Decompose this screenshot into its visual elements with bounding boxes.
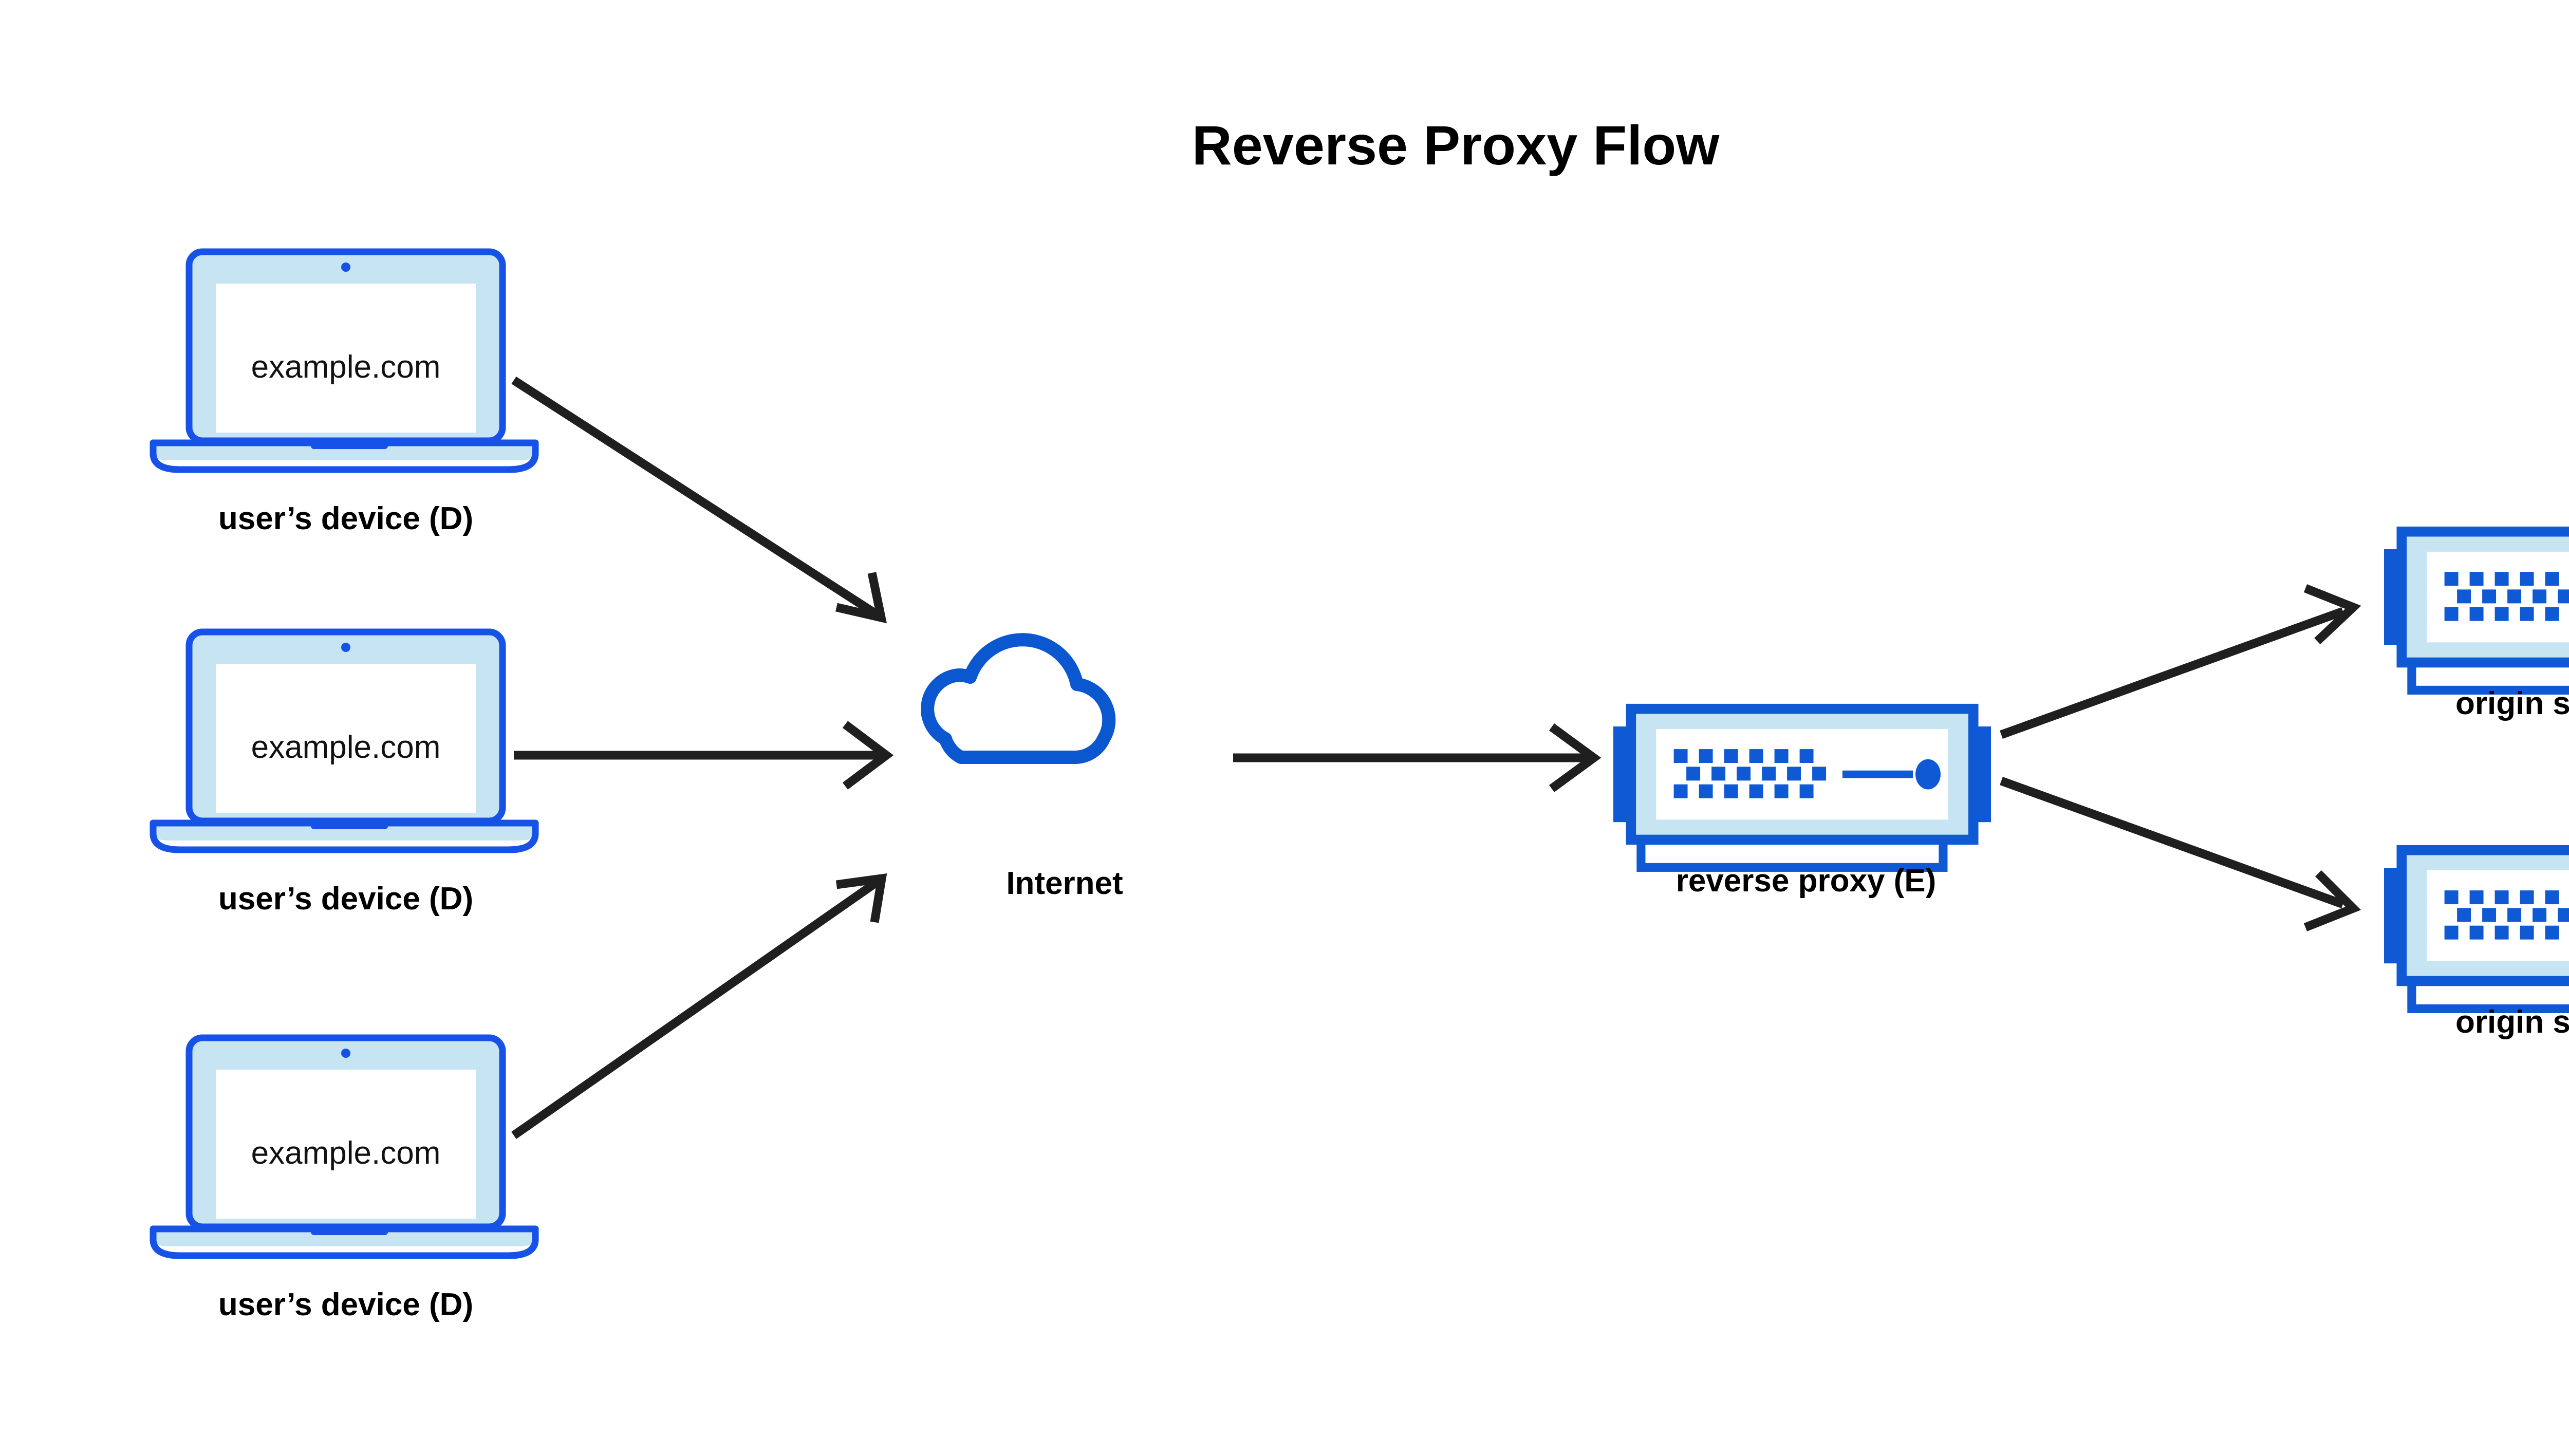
- node-device-bottom[interactable]: example.com user’s device (D): [153, 1038, 535, 1322]
- device-screen-text: example.com: [251, 349, 441, 385]
- internet-caption: Internet: [1006, 866, 1123, 901]
- device-screen-text: example.com: [251, 1135, 441, 1171]
- node-reverse-proxy[interactable]: reverse proxy (E): [1613, 709, 1991, 899]
- edge-internet-to-proxy: [1233, 723, 1602, 792]
- edge-device-bottom-to-internet: [511, 873, 887, 1139]
- proxy-caption: reverse proxy (E): [1676, 863, 1937, 899]
- device-caption: user’s device (D): [218, 1287, 473, 1322]
- device-caption: user’s device (D): [218, 501, 473, 536]
- page-title: Reverse Proxy Flow: [1192, 114, 1720, 176]
- edge-proxy-to-origin-bottom: [2000, 777, 2361, 931]
- origin-caption: origin server (F): [2455, 686, 2569, 721]
- device-caption: user’s device (D): [218, 881, 473, 917]
- edge-proxy-to-origin-top: [2000, 584, 2361, 739]
- edge-device-top-to-internet: [511, 376, 887, 624]
- device-screen-text: example.com: [251, 730, 441, 765]
- node-internet-cloud[interactable]: Internet: [927, 640, 1123, 901]
- node-origin-bottom[interactable]: origin server (F): [2384, 850, 2569, 1040]
- node-device-middle[interactable]: example.com user’s device (D): [153, 632, 535, 917]
- node-device-top[interactable]: example.com user’s device (D): [153, 252, 535, 536]
- node-origin-top[interactable]: origin server (F): [2384, 532, 2569, 721]
- origin-caption: origin server (F): [2455, 1004, 2569, 1040]
- edge-device-middle-to-internet: [514, 721, 894, 790]
